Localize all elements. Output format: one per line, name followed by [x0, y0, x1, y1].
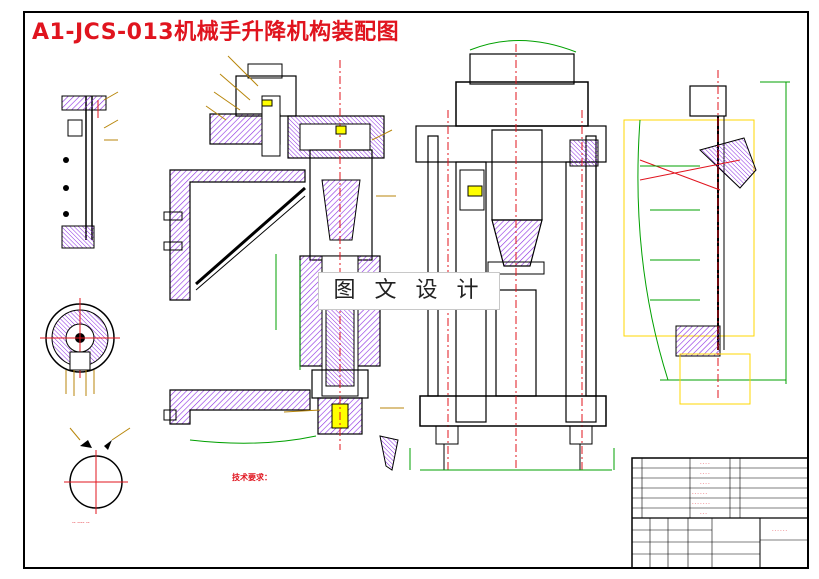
svg-text:- - - - - - -: - - - - - - - [692, 501, 710, 506]
drawing-title: A1-JCS-013机械手升降机构装配图 [32, 20, 400, 45]
svg-text:- - - -: - - - - [700, 481, 710, 486]
svg-text:- - - - - -: - - - - - - [772, 528, 788, 533]
tech-requirements-title: 技术要求： [232, 473, 272, 482]
bearing-detail-view: -- ---- -- [64, 427, 131, 526]
right-side-view [623, 70, 790, 405]
svg-text:- - - -: - - - - [700, 461, 710, 466]
circular-section-view [40, 298, 120, 396]
watermark: 图 文 设 计 [318, 272, 500, 310]
title-block: - - - - - - - - - - - - - - - - - - - - … [631, 457, 809, 569]
svg-text:- - - -: - - - - [700, 471, 710, 476]
drawing-border [23, 11, 809, 569]
side-view-small [61, 91, 119, 249]
svg-text:-- ---- --: -- ---- -- [72, 520, 90, 526]
svg-text:- - -: - - - [700, 511, 707, 516]
arm-assembly-front-view [163, 55, 404, 471]
lift-frame-side-view [409, 39, 615, 471]
svg-text:- - - - - -: - - - - - - [692, 491, 708, 496]
